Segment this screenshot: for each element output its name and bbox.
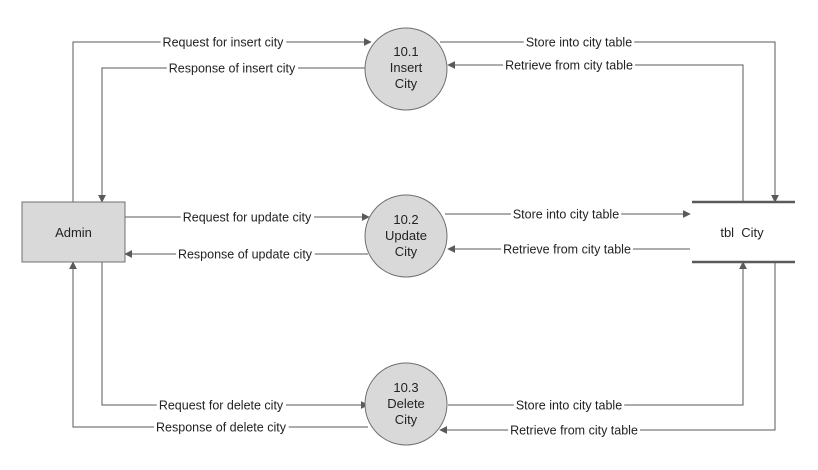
datastore-tbl-city[interactable]: tbl City bbox=[692, 200, 795, 264]
process-number: 10.3 bbox=[393, 380, 418, 395]
flow-labels: Request for insert city Response of inse… bbox=[154, 35, 640, 438]
flow-label-response-delete: Response of delete city bbox=[154, 420, 289, 435]
svg-text:Response of insert city: Response of insert city bbox=[169, 62, 296, 76]
flow-label-retrieve-delete: Retrieve from city table bbox=[508, 423, 640, 438]
process-update-city[interactable]: 10.2 Update City bbox=[364, 194, 448, 278]
svg-text:Store into city table: Store into city table bbox=[526, 36, 632, 50]
flow-label-response-insert: Response of insert city bbox=[166, 61, 298, 76]
process-delete-city[interactable]: 10.3 Delete City bbox=[364, 362, 448, 446]
process-name-line2: City bbox=[395, 244, 418, 259]
svg-text:Retrieve from city table: Retrieve from city table bbox=[505, 59, 633, 73]
svg-text:Response of update city: Response of update city bbox=[178, 248, 313, 262]
flow-label-request-delete: Request for delete city bbox=[156, 398, 286, 413]
flow-line-retrieve-insert bbox=[447, 61, 744, 202]
flow-label-store-delete: Store into city table bbox=[513, 398, 625, 413]
datastore-background bbox=[692, 203, 795, 261]
flow-line-store-delete bbox=[448, 261, 747, 406]
flow-line-request-delete bbox=[101, 262, 369, 409]
flow-line-response-insert bbox=[98, 67, 365, 203]
process-name-line1: Insert bbox=[390, 60, 423, 75]
process-number: 10.1 bbox=[393, 44, 418, 59]
process-insert-city[interactable]: 10.1 Insert City bbox=[364, 27, 448, 111]
process-name-line1: Update bbox=[385, 228, 427, 243]
flow-label-response-update: Response of update city bbox=[175, 247, 315, 262]
flow-label-retrieve-insert: Retrieve from city table bbox=[503, 58, 635, 73]
flow-label-store-insert: Store into city table bbox=[523, 35, 635, 50]
svg-text:Response of delete city: Response of delete city bbox=[156, 421, 287, 435]
entity-admin[interactable]: Admin bbox=[21, 201, 126, 263]
svg-text:Request for delete city: Request for delete city bbox=[159, 399, 284, 413]
process-number: 10.2 bbox=[393, 212, 418, 227]
process-circle bbox=[364, 362, 448, 446]
svg-text:Retrieve from city table: Retrieve from city table bbox=[503, 243, 631, 257]
flow-label-retrieve-update: Retrieve from city table bbox=[501, 242, 633, 257]
svg-text:Store into city table: Store into city table bbox=[513, 208, 619, 222]
svg-text:Request for insert city: Request for insert city bbox=[163, 36, 285, 50]
svg-text:Store into city table: Store into city table bbox=[516, 399, 622, 413]
flow-label-store-update: Store into city table bbox=[510, 207, 622, 222]
process-circle bbox=[364, 194, 448, 278]
entity-admin-label: Admin bbox=[55, 225, 92, 240]
datastore-label: tbl City bbox=[720, 225, 764, 240]
process-name-line2: City bbox=[395, 412, 418, 427]
svg-text:Retrieve from city table: Retrieve from city table bbox=[510, 424, 638, 438]
process-name-line1: Delete bbox=[387, 396, 425, 411]
flow-label-request-insert: Request for insert city bbox=[160, 35, 287, 50]
process-circle bbox=[364, 27, 448, 111]
flow-label-request-update: Request for update city bbox=[180, 210, 315, 225]
svg-text:Request for update city: Request for update city bbox=[183, 211, 312, 225]
entity-admin-box bbox=[21, 201, 126, 263]
process-name-line2: City bbox=[395, 76, 418, 91]
